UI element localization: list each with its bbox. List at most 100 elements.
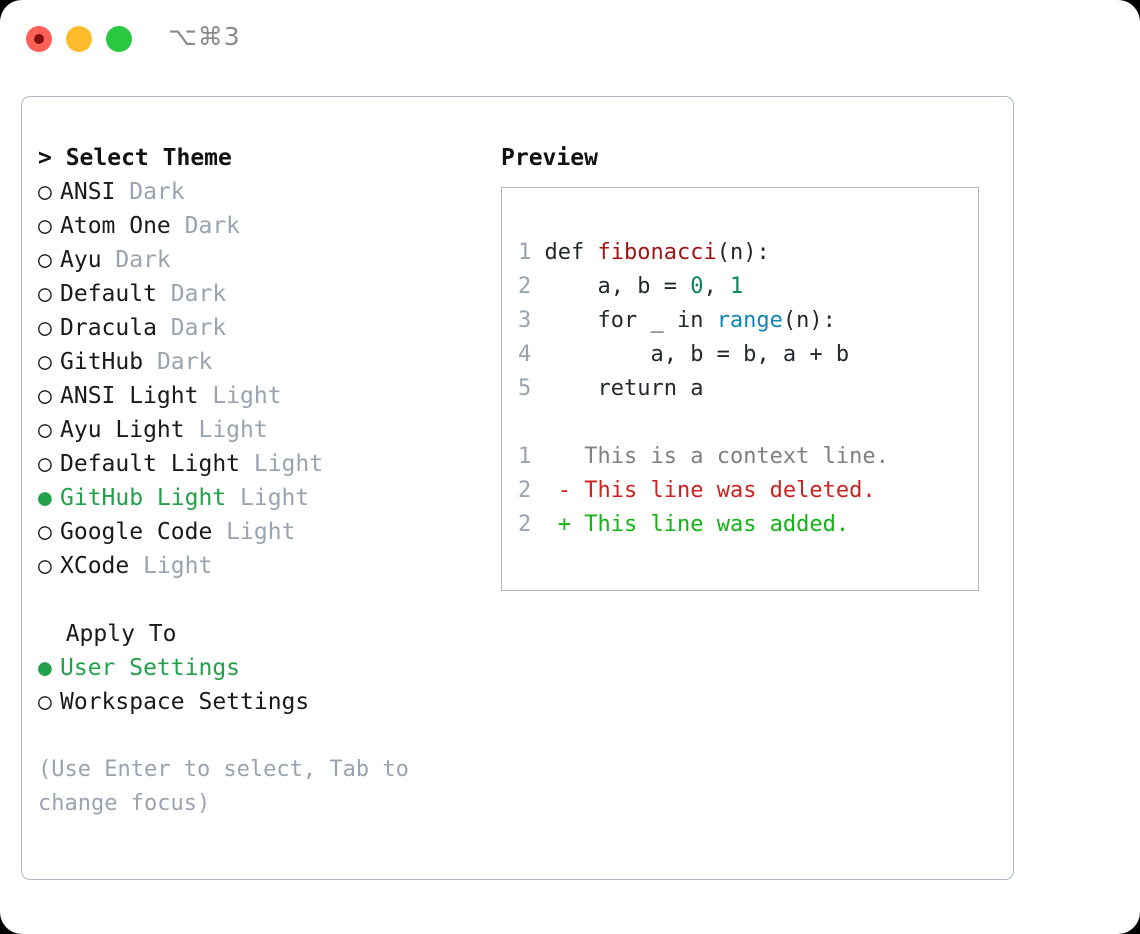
theme-list-item[interactable]: ○ Default Light Light — [38, 447, 498, 481]
theme-list-item[interactable]: ○ Ayu Dark — [38, 243, 498, 277]
theme-variant-tag: Light — [240, 451, 324, 477]
theme-list-item[interactable]: ○ XCode Light — [38, 549, 498, 583]
theme-list-item[interactable]: ○ Google Code Light — [38, 515, 498, 549]
close-button[interactable] — [26, 26, 52, 52]
item-label: GitHub Light — [60, 485, 227, 511]
radio-unselected-icon: ○ — [38, 179, 66, 205]
radio-unselected-icon: ○ — [38, 315, 66, 341]
code-token: range — [716, 308, 783, 333]
theme-variant-tag: Light — [226, 485, 310, 511]
theme-list-item[interactable]: ○ Ayu Light Light — [38, 413, 498, 447]
hint-line-1: (Use Enter to select, Tab to — [38, 757, 409, 782]
apply-to-option[interactable]: ● User Settings — [38, 651, 498, 685]
code-token: (n): — [716, 240, 770, 265]
section-spacer — [38, 583, 498, 617]
theme-variant-tag: Dark — [143, 349, 213, 375]
keyboard-shortcut-label: ⌥⌘3 — [168, 22, 241, 51]
code-token: (n): — [782, 308, 836, 333]
diff-text: This line was deleted. — [584, 478, 876, 503]
theme-list-item[interactable]: ○ ANSI Dark — [38, 175, 498, 209]
theme-list[interactable]: ○ ANSI Dark○ Atom One Dark○ Ayu Dark○ De… — [38, 175, 498, 583]
apply-to-header: Apply To — [38, 621, 177, 647]
line-number: 2 — [518, 274, 545, 299]
theme-variant-tag: Light — [129, 553, 213, 579]
radio-unselected-icon: ○ — [38, 349, 66, 375]
code-token: 1 — [729, 274, 744, 299]
diff-line: 2 + This line was added. — [518, 508, 889, 542]
maximize-button[interactable] — [106, 26, 132, 52]
preview-header: Preview — [501, 145, 598, 171]
code-line: 5 return a — [518, 372, 889, 406]
item-label: GitHub — [60, 349, 144, 375]
apply-to-list[interactable]: ● User Settings○ Workspace Settings — [38, 651, 498, 719]
theme-variant-tag: Dark — [156, 315, 227, 341]
line-number: 2 — [518, 512, 558, 537]
item-label: XCode — [60, 553, 130, 579]
theme-selector-pane: > Select Theme ○ ANSI Dark○ Atom One Dar… — [38, 141, 498, 821]
theme-list-item[interactable]: ○ Dracula Dark — [38, 311, 498, 345]
radio-unselected-icon: ○ — [38, 519, 66, 545]
theme-variant-tag: Light — [184, 417, 268, 443]
diff-line: 1 This is a context line. — [518, 440, 889, 474]
radio-unselected-icon: ○ — [38, 213, 66, 239]
item-label: Dracula — [60, 315, 157, 341]
line-number: 1 — [518, 240, 545, 265]
theme-variant-tag: Dark — [101, 247, 171, 273]
preview-pane: Preview 1 def fibonacci(n):2 a, b = 0, 1… — [501, 141, 1001, 591]
radio-unselected-icon: ○ — [38, 451, 66, 477]
radio-selected-icon: ● — [38, 485, 66, 511]
code-line: 3 for _ in range(n): — [518, 304, 889, 338]
minimize-button[interactable] — [66, 26, 92, 52]
code-token: a, b = b, a + b — [544, 342, 850, 367]
line-number: 3 — [518, 308, 545, 333]
item-label: Workspace Settings — [60, 689, 310, 715]
title-bar: ⌥⌘3 — [0, 0, 1140, 78]
diff-line: 2 - This line was deleted. — [518, 474, 889, 508]
line-number: 4 — [518, 342, 545, 367]
code-token: 0 — [690, 274, 704, 299]
code-token: return a — [544, 376, 704, 401]
item-label: Atom One — [60, 213, 171, 239]
recording-indicator-icon — [34, 34, 44, 44]
code-line: 4 a, b = b, a + b — [518, 338, 889, 372]
item-label: Default — [60, 281, 157, 307]
item-label: ANSI Light — [60, 383, 199, 409]
theme-variant-tag: Light — [212, 519, 296, 545]
item-label: Ayu — [60, 247, 102, 273]
select-theme-header: > Select Theme — [38, 145, 232, 171]
line-number: 1 — [518, 444, 558, 469]
hint-line-2: change focus) — [38, 791, 211, 816]
radio-unselected-icon: ○ — [38, 281, 66, 307]
diff-marker — [558, 444, 585, 469]
theme-list-item[interactable]: ● GitHub Light Light — [38, 481, 498, 515]
item-label: ANSI — [60, 179, 116, 205]
theme-list-item[interactable]: ○ Default Dark — [38, 277, 498, 311]
theme-variant-tag: Dark — [115, 179, 185, 205]
radio-unselected-icon: ○ — [38, 383, 66, 409]
radio-unselected-icon: ○ — [38, 247, 66, 273]
theme-variant-tag: Dark — [170, 213, 241, 239]
item-label: Google Code — [60, 519, 213, 545]
code-token: def — [544, 240, 598, 265]
radio-selected-icon: ● — [38, 655, 66, 681]
code-token: , — [703, 274, 730, 299]
item-label: Default Light — [60, 451, 241, 477]
radio-unselected-icon: ○ — [38, 553, 66, 579]
apply-to-option[interactable]: ○ Workspace Settings — [38, 685, 498, 719]
code-token: fibonacci — [597, 240, 717, 265]
code-diff-separator — [518, 406, 889, 440]
hint-spacer — [38, 719, 498, 753]
theme-list-item[interactable]: ○ Atom One Dark — [38, 209, 498, 243]
main-panel: > Select Theme ○ ANSI Dark○ Atom One Dar… — [21, 96, 1014, 880]
radio-unselected-icon: ○ — [38, 689, 66, 715]
diff-marker: - — [557, 478, 585, 503]
item-label: Ayu Light — [60, 417, 185, 443]
theme-variant-tag: Dark — [156, 281, 227, 307]
theme-list-item[interactable]: ○ GitHub Dark — [38, 345, 498, 379]
line-number: 2 — [518, 478, 558, 503]
theme-list-item[interactable]: ○ ANSI Light Light — [38, 379, 498, 413]
diff-marker: + — [557, 512, 585, 537]
